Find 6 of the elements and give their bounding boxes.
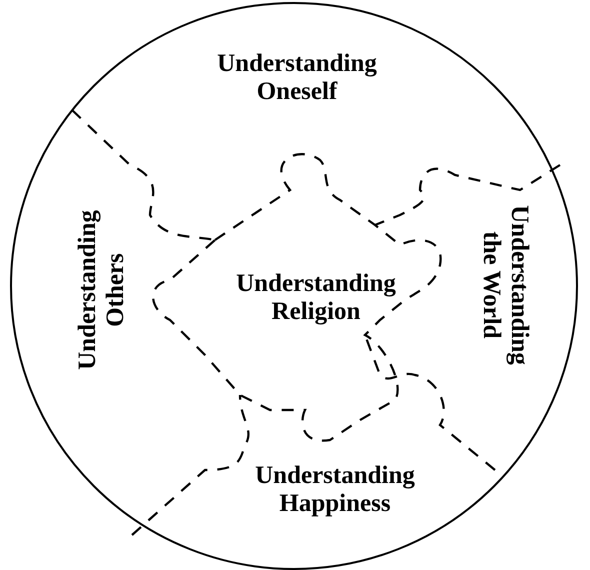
- region-label: Understanding Happiness: [235, 462, 435, 518]
- region-label: Understanding Religion: [216, 270, 416, 326]
- region-label: Understanding Oneself: [197, 50, 397, 106]
- region-label: Understanding Others: [74, 210, 130, 370]
- circle-outline: [10, 2, 578, 570]
- region-label: Understanding the World: [477, 205, 533, 365]
